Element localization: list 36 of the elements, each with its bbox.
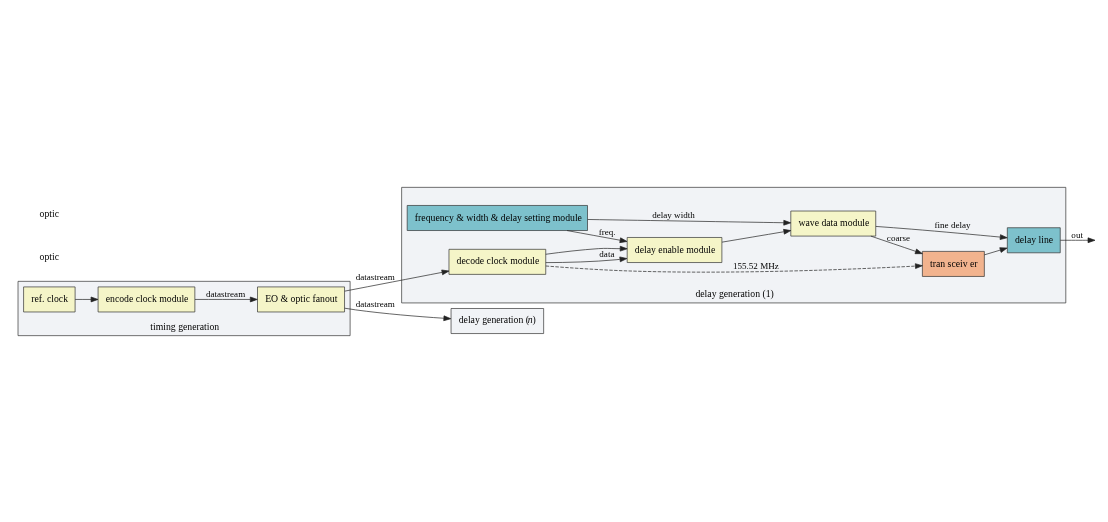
edge-label: freq.	[598, 226, 616, 237]
arrow	[545, 245, 628, 255]
arrow	[344, 307, 452, 321]
arrow	[194, 296, 258, 302]
arrow	[74, 296, 99, 302]
arrow	[566, 229, 628, 243]
edge-label: datastream	[206, 288, 246, 299]
arrow	[587, 218, 792, 226]
node-box: delay line	[1007, 226, 1061, 253]
label: optic	[39, 250, 60, 262]
arrow	[545, 262, 923, 272]
node-box: ref. clock	[23, 286, 76, 312]
arrow	[870, 235, 923, 254]
edge-label: out	[1071, 229, 1083, 240]
arrow	[721, 228, 792, 242]
arrow	[875, 225, 1008, 240]
edge-label: datastream	[355, 271, 395, 282]
edge-label: datastream	[355, 298, 395, 309]
edge-label: coarse	[886, 232, 910, 243]
node-box: delay generation (n)	[450, 307, 544, 334]
label: optic	[39, 207, 60, 219]
node-box: tran sceiv er	[922, 250, 985, 277]
edge-label: delay width	[652, 209, 695, 220]
node-box: EO & optic fanout	[257, 286, 345, 312]
node-box: frequency & width & delay setting module	[406, 204, 588, 231]
edge-label: data	[599, 248, 615, 259]
arrow	[545, 256, 628, 263]
arrow	[1060, 237, 1096, 243]
node-box: encode clock module	[97, 286, 196, 312]
node-box: decode clock module	[448, 248, 547, 275]
edge-label: 155.52 MHz	[733, 260, 779, 271]
edge-label: fine delay	[934, 219, 971, 230]
arrow	[344, 269, 450, 291]
node-box: delay enable module	[626, 236, 723, 263]
arrow	[984, 246, 1008, 255]
node-box: wave data module	[790, 210, 877, 236]
